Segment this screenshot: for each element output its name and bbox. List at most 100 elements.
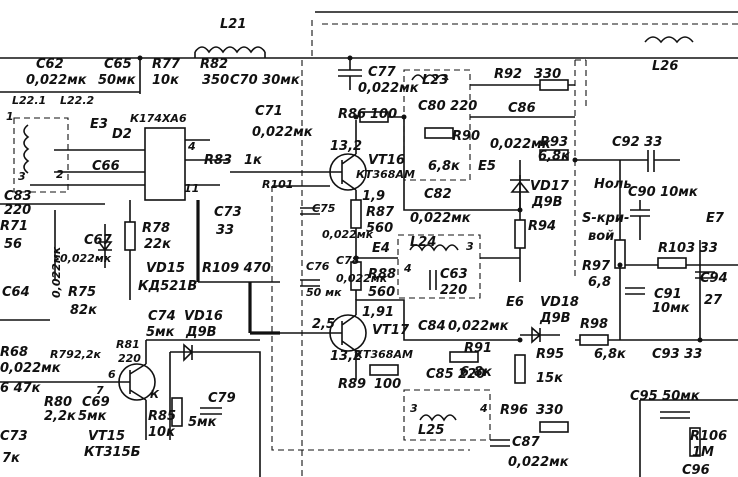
c83-cap (429, 270, 437, 290)
label-c90: C90 10мк (628, 185, 699, 200)
label-c77: C77 (368, 65, 397, 80)
label-r80: R80 (44, 395, 72, 410)
label-c79-value: 5мк (188, 415, 218, 430)
label-vt15-6: 6 (108, 368, 116, 381)
r85-body (171, 397, 183, 427)
label-pin-1: 1 (6, 110, 14, 123)
label-r87: R87 (366, 205, 395, 220)
label-c91-value: 10мк (652, 301, 691, 316)
label-e6: E6 (506, 295, 524, 310)
label-l21: L21 (220, 17, 246, 32)
c77-cap (338, 58, 362, 90)
label-r81: R81 (116, 338, 140, 351)
label-c64-value: 0,022мк (50, 246, 63, 298)
l23-box (403, 69, 471, 181)
label-vt15-type: КТ315Б (84, 445, 141, 460)
label-r109: R109 470 (202, 261, 271, 276)
c75-cap (300, 207, 320, 215)
vt15-leads (110, 340, 147, 440)
label-r91-value: 6,8к (460, 365, 493, 380)
l24-coil (409, 244, 459, 252)
label-c78-value: 0,022мк (336, 272, 388, 285)
c91-cap (625, 287, 645, 295)
label-c93: C93 33 (652, 347, 702, 362)
label-vt17-type: КТ368АМ (354, 348, 413, 361)
label-e5: E5 (478, 159, 496, 174)
label-l25: L25 (418, 423, 444, 438)
label-r79: R79 (50, 348, 74, 361)
label-e3: E3 (90, 117, 108, 132)
label-r94: R94 (528, 219, 556, 234)
component-labels: L21 L26 C62 0,022мк C65 50мк R77 10к R82… (0, 17, 728, 477)
label-p47k: 6 47к (0, 381, 42, 396)
label-c82: C82 (424, 187, 452, 202)
label-c84: C84 (418, 319, 446, 334)
label-c76: C76 (306, 260, 330, 273)
label-l25-pin-3: 3 (410, 402, 418, 415)
label-vd16: VD16 (184, 309, 223, 324)
label-r85: R85 (148, 409, 176, 424)
label-l25-pin-4: 4 (479, 402, 488, 415)
label-c82-value: 0,022мк (410, 211, 472, 226)
label-vd17-type: Д9В (531, 195, 563, 210)
label-c80: C80 220 (418, 99, 477, 114)
label-c71-value: 0,022мк (252, 125, 314, 140)
l23-wires (388, 116, 575, 211)
label-r85-value: 10к (148, 425, 176, 440)
c79-cap (200, 407, 222, 415)
label-vd15-type: КД521В (138, 279, 197, 294)
vd17-diode (510, 175, 530, 200)
label-c63: C63 (440, 267, 468, 282)
c95-cap (660, 411, 690, 419)
shield-frame-outer (271, 20, 738, 477)
label-e7: E7 (706, 211, 725, 226)
r78-body (124, 221, 136, 251)
label-r68: R68 (0, 345, 28, 360)
label-l22-1: L22.1 (12, 94, 46, 107)
label-c92: C92 33 (612, 135, 662, 150)
label-r87-value: 560 (366, 221, 393, 236)
label-r68-value: 0,022мк (0, 361, 62, 376)
label-vt16: VT16 (368, 153, 405, 168)
label-c62-value: 0,022мк (26, 73, 88, 88)
ic-d2 (144, 127, 186, 201)
label-c95: C95 50мк (630, 389, 701, 404)
r90-body (424, 127, 454, 139)
label-c73: C73 (214, 205, 242, 220)
label-c64: C64 (2, 285, 30, 300)
label-r79-value: 2,2к (74, 348, 101, 361)
label-l23: L23 (422, 73, 448, 88)
label-c86-value: 0,022мк (490, 137, 552, 152)
label-s-kri: S-кри- (582, 211, 629, 226)
r88-body (350, 261, 362, 291)
label-r90-value: 6,8к (428, 159, 461, 174)
r95-body (514, 354, 526, 384)
label-voy: вой (588, 229, 614, 244)
label-c75-value: 0,022мк (322, 228, 374, 241)
lower-wires (0, 339, 261, 477)
r106-body (689, 427, 701, 457)
label-r95: R95 (536, 347, 564, 362)
label-r97-value: 6,8 (588, 275, 611, 290)
label-pin-3: 3 (18, 170, 26, 183)
l22-coil (23, 124, 30, 174)
label-r96: R96 (500, 403, 528, 418)
label-c65-value: 50мк (98, 73, 137, 88)
r103-body (657, 257, 687, 269)
label-c67-value: 0,022мк (60, 252, 112, 265)
label-c83: C83 (4, 189, 32, 204)
label-vt15-k: К (150, 388, 160, 401)
label-r86-value: 100 (370, 107, 397, 122)
label-r75: R75 (68, 285, 96, 300)
label-noll: Ноль (594, 177, 632, 192)
label-vd16-type: Д9В (185, 325, 217, 340)
r91-body (449, 351, 479, 363)
label-r98: R98 (580, 317, 608, 332)
left-dashed-box (13, 117, 69, 193)
label-r97: R97 (582, 259, 611, 274)
label-r92-value: 330 (534, 67, 561, 82)
label-voltage-13-2a: 13,2 (330, 139, 362, 154)
label-vt16-type: КТ368АМ (356, 168, 415, 181)
label-voltage-1-9: 1,9 (362, 189, 385, 204)
